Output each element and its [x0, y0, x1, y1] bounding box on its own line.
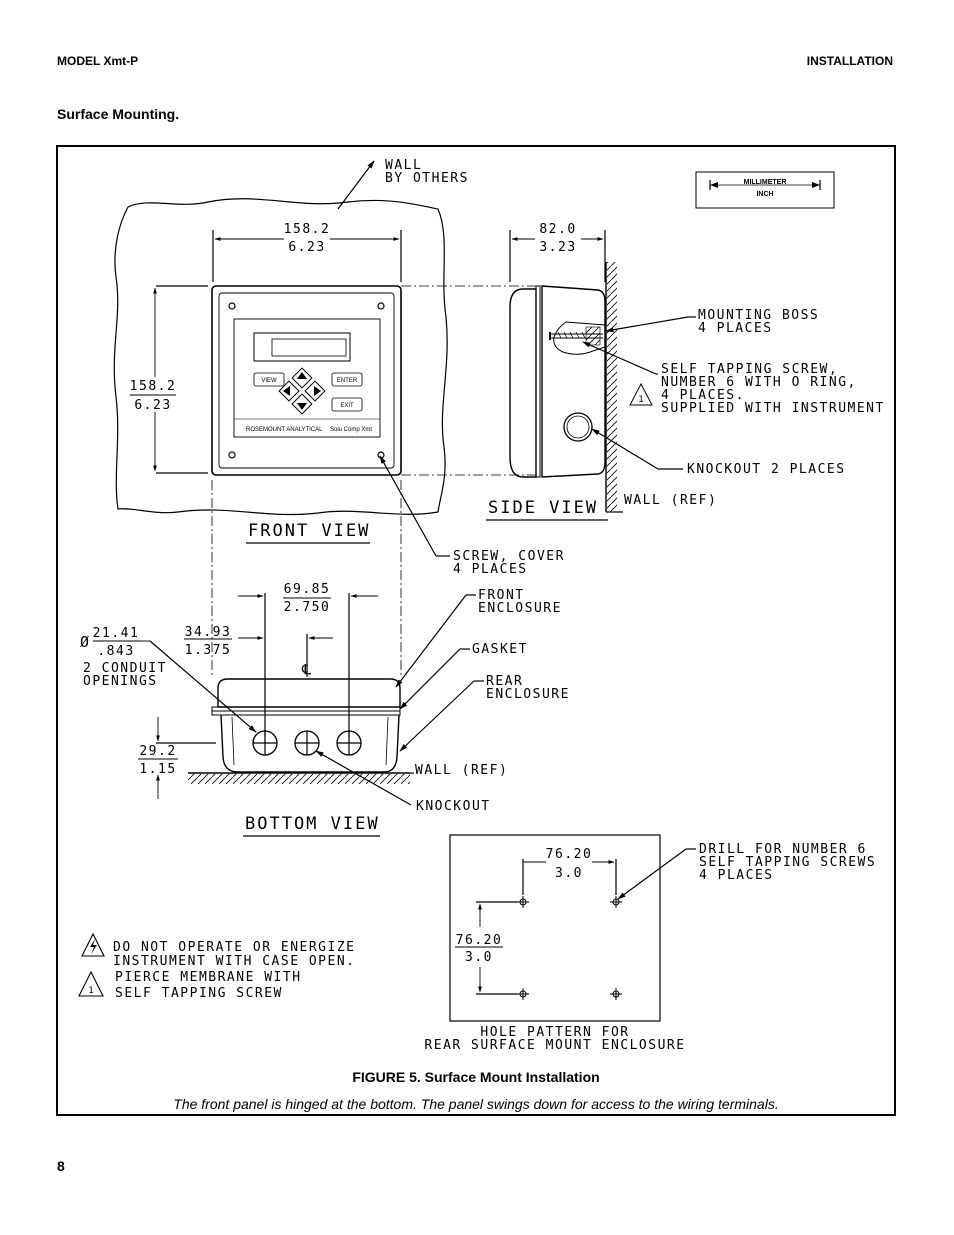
unit-mm: MILLIMETER [744, 179, 787, 186]
warnings: DO NOT OPERATE OR ENERGIZE INSTRUMENT WI… [78, 932, 356, 1001]
figure-caption-title: FIGURE 5. Surface Mount Installation [352, 1069, 600, 1085]
hole-h-in: 3.0 [555, 866, 583, 881]
rear-enclosure-1: REAR [486, 674, 523, 689]
gasket-label: GASKET [472, 642, 528, 657]
screw-note-2: NUMBER 6 WITH O RING, [661, 375, 857, 390]
mounting-boss-1: MOUNTING BOSS [698, 308, 819, 323]
arrow-keys-icon [278, 367, 326, 415]
bottom-offset-mm: 34.93 [185, 625, 232, 640]
mounting-boss-2: 4 PLACES [698, 321, 773, 336]
front-view-title: FRONT VIEW [248, 521, 370, 541]
bottom-knockout: KNOCKOUT [416, 799, 491, 814]
screw-note-1: SELF TAPPING SCREW, [661, 362, 838, 377]
rear-enclosure-2: ENCLOSURE [486, 687, 570, 702]
installation-drawing: MILLIMETER INCH WALL BY OTHERS 158.2 6.2… [78, 158, 885, 1053]
figure-caption-text: The front panel is hinged at the bottom.… [173, 1096, 779, 1112]
bottom-view: 69.85 2.750 34.93 1.375 Ø 21.41 .843 2 C… [80, 582, 570, 837]
shock-warning-icon [81, 932, 105, 957]
figure-frame: MILLIMETER INCH WALL BY OTHERS 158.2 6.2… [56, 145, 896, 1116]
bottom-height-mm: 29.2 [139, 744, 176, 759]
diameter-symbol: Ø [80, 633, 89, 651]
front-view: 158.2 6.23 158.2 6.23 VIEW ENTER EXI [130, 222, 565, 677]
wall-outline: WALL BY OTHERS [113, 158, 469, 516]
page-number: 8 [57, 1158, 65, 1174]
header-model: MODEL Xmt-P [57, 54, 139, 68]
hole-v-in: 3.0 [465, 950, 493, 965]
drill-holes [517, 896, 622, 1000]
front-height-mm: 158.2 [130, 379, 177, 394]
wall-label-1: WALL [385, 158, 422, 173]
brand-left: ROSEMOUNT ANALYTICAL [246, 427, 323, 433]
unit-inch: INCH [756, 191, 773, 198]
bottom-height-in: 1.15 [139, 762, 176, 777]
front-width-in: 6.23 [288, 240, 325, 255]
key-enter: ENTER [337, 378, 358, 384]
bottom-offset-in: 1.375 [185, 643, 232, 658]
conduit-1: 2 CONDUIT [83, 661, 167, 676]
warning-2-line1: PIERCE MEMBRANE WITH [115, 970, 302, 985]
warning-1-line2: INSTRUMENT WITH CASE OPEN. [113, 954, 356, 969]
side-knockout: KNOCKOUT 2 PLACES [687, 462, 846, 477]
diameter-in: .843 [97, 644, 134, 659]
drill-note-3: 4 PLACES [699, 868, 774, 883]
bottom-spacing-mm: 69.85 [284, 582, 331, 597]
conduit-openings [252, 730, 362, 756]
front-enclosure-2: ENCLOSURE [478, 601, 562, 616]
header-section: INSTALLATION [806, 54, 893, 68]
front-height-in: 6.23 [134, 398, 171, 413]
screw-cover-2: 4 PLACES [453, 562, 528, 577]
key-view: VIEW [261, 378, 277, 384]
screw-note-3: 4 PLACES. [661, 388, 745, 403]
hole-pattern: 76.20 3.0 76.20 3.0 DRILL FOR NUMBER 6 S [424, 834, 876, 1053]
diameter-mm: 21.41 [93, 626, 140, 641]
drill-note-1: DRILL FOR NUMBER 6 [699, 842, 867, 857]
wall-label-2: BY OTHERS [385, 171, 469, 186]
drill-note-2: SELF TAPPING SCREWS [699, 855, 876, 870]
side-wall-ref: WALL (REF) [624, 493, 717, 508]
front-enclosure-1: FRONT [478, 588, 525, 603]
warning-triangle-icon [629, 382, 653, 406]
bottom-view-title: BOTTOM VIEW [245, 814, 380, 834]
centerline-symbol: ℄ [301, 662, 311, 678]
note-triangle-icon [78, 970, 104, 997]
side-depth-in: 3.23 [539, 240, 576, 255]
key-exit: EXIT [340, 403, 354, 409]
side-view: 82.0 3.23 MOUNTING BOSS 4 PLACES [486, 222, 885, 521]
side-depth-mm: 82.0 [539, 222, 576, 237]
section-title: Surface Mounting. [57, 106, 180, 122]
front-width-mm: 158.2 [284, 222, 331, 237]
hole-h-mm: 76.20 [546, 847, 593, 862]
warning-2-marker: 1 [88, 986, 93, 996]
screw-cover-1: SCREW, COVER [453, 549, 565, 564]
hole-pattern-title-1: HOLE PATTERN FOR [480, 1025, 629, 1040]
screw-note-4: SUPPLIED WITH INSTRUMENT [661, 401, 885, 416]
warning-1-line1: DO NOT OPERATE OR ENERGIZE [113, 940, 356, 955]
bottom-wall-ref: WALL (REF) [415, 763, 508, 778]
hole-v-mm: 76.20 [456, 933, 503, 948]
unit-legend: MILLIMETER INCH [695, 171, 835, 209]
brand-right: Solu Comp Xmt [330, 427, 372, 433]
conduit-2: OPENINGS [83, 674, 158, 689]
bottom-spacing-in: 2.750 [284, 600, 331, 615]
side-view-title: SIDE VIEW [488, 498, 598, 518]
screw-note-marker: 1 [638, 395, 643, 405]
hole-pattern-title-2: REAR SURFACE MOUNT ENCLOSURE [424, 1038, 685, 1053]
warning-2-line2: SELF TAPPING SCREW [115, 986, 283, 1001]
